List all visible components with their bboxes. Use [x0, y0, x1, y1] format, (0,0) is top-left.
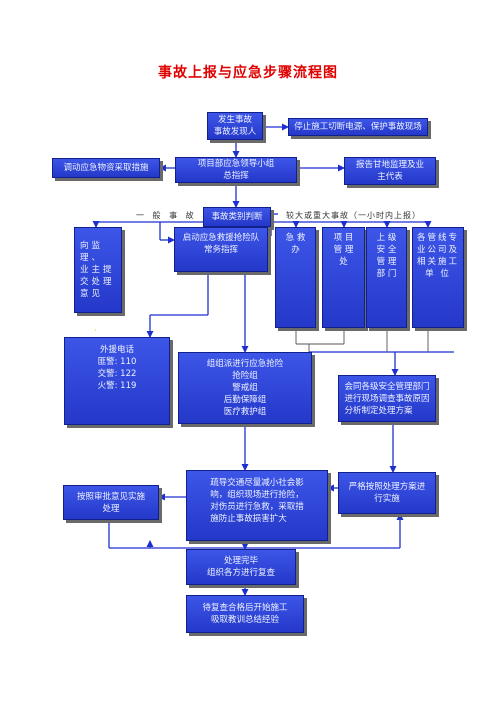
node-finish-review: 处理完毕 组织各方进行复查: [186, 549, 296, 585]
node-external-phone: 外援电话 匪警: 110 交警: 122 火警: 119: [64, 337, 170, 425]
marker-dot: ·: [94, 326, 97, 335]
node-rescue-team: 启动应急救援抢险队 常务指挥: [174, 227, 268, 272]
node-pipeline-companies: 各管线专 业公司及 相关施工 单 位: [412, 227, 464, 328]
node-mobilize-supplies: 调动应急物资采取措施: [52, 158, 160, 178]
node-execute-approved: 按照审批意见实施 处理: [63, 485, 159, 520]
node-project-management: 项 目 管 理 处: [322, 227, 365, 328]
node-emergency-leader-group: 项目部应急领导小组 总指挥: [175, 157, 297, 183]
node-upper-safety-dept: 上 级 安 全 管 理 部 门: [366, 227, 407, 328]
label-major-accident: 较大或重大事故（一小时内上报）: [286, 211, 421, 220]
node-joint-investigation: 会同各级安全管理部门 进行现场调查事故原因 分析制定处理方案: [338, 375, 436, 422]
node-report-supervisor: 报告甘地监理及业 主代表: [344, 157, 436, 185]
node-accident-type-judge: 事故类别判断: [203, 207, 271, 227]
node-stop-construction: 停止施工切断电源、保护事故现场: [288, 118, 428, 136]
node-rescue-groups: 组组派进行应急抢险 抢险组 警戒组 后勤保障组 医疗救护组: [178, 352, 312, 424]
node-accident-discoverer: 发生事故 事故发现人: [207, 112, 263, 140]
node-submit-opinion: 向监理、 业主提 交处理 意见: [74, 227, 122, 313]
node-resume-construction: 待复查合格后开始施工 吸取教训总结经验: [186, 595, 304, 633]
label-general-accident: 一 般 事 故: [136, 211, 197, 220]
page-title: 事故上报与应急步骤流程图: [158, 65, 338, 81]
node-traffic-rescue: 疏导交通尽量减小社会影 响，组织现场进行抢险， 对伤员进行急救，采取措 施防止事…: [186, 470, 328, 541]
node-strict-execution: 严格按照处理方案进 行实施: [338, 472, 436, 514]
node-emergency-office: 急 救 办: [275, 227, 316, 328]
